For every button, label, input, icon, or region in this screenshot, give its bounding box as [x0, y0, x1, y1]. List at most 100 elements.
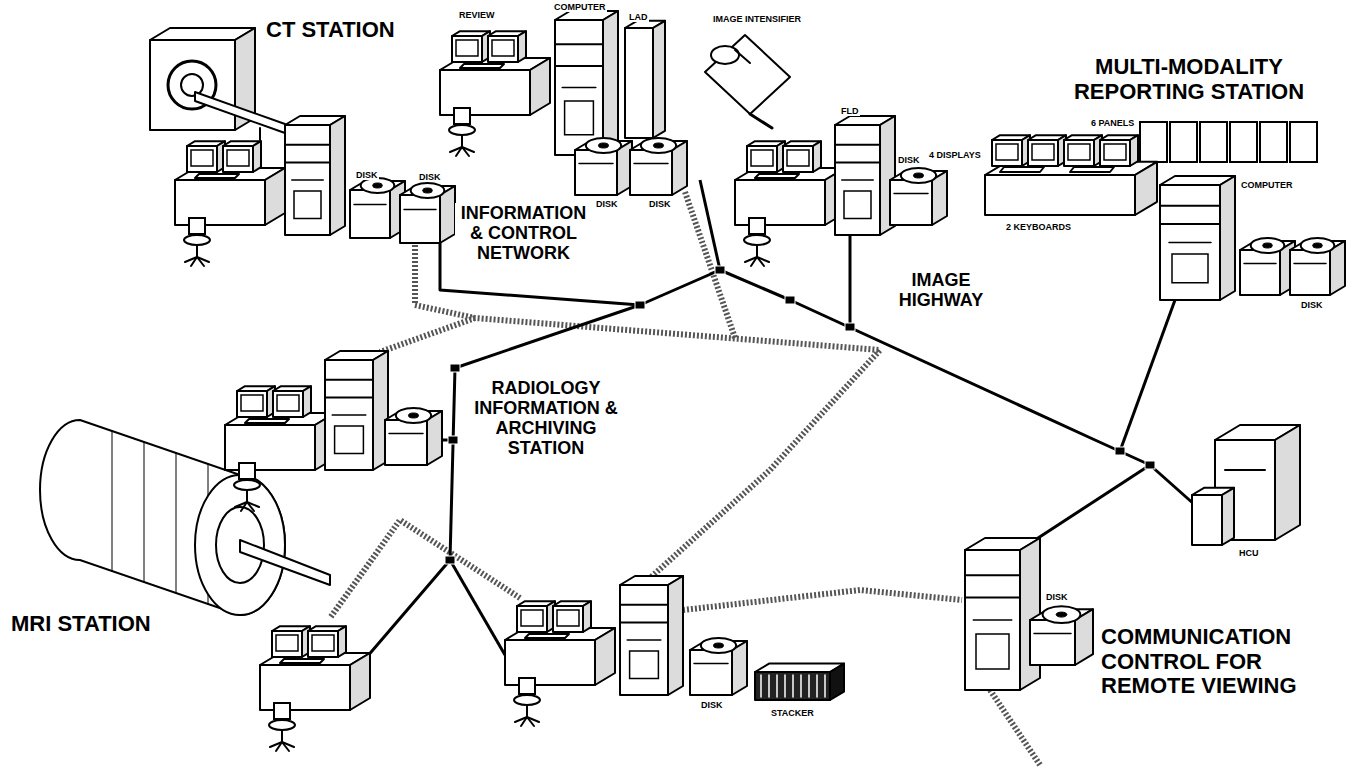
monitor — [1100, 140, 1130, 166]
chair-back — [749, 218, 765, 234]
monitor — [303, 386, 311, 417]
cabinet-panel-line — [973, 619, 1012, 621]
keyboard — [245, 419, 289, 423]
disk-drive — [630, 150, 672, 195]
cabinet-door — [1172, 254, 1208, 283]
monitor-screen — [276, 635, 298, 651]
monitor-screen — [787, 150, 809, 166]
chair-leg — [757, 257, 764, 266]
part-label: HCU — [1238, 548, 1260, 558]
monitor — [223, 146, 253, 172]
monitor — [517, 606, 547, 632]
part-label: COMPUTER — [553, 2, 607, 12]
hard-copy-slot — [1225, 469, 1265, 471]
mri-table — [240, 540, 330, 585]
image-highway-cable — [990, 690, 1040, 765]
reporting-desk — [1135, 162, 1157, 215]
computer-cabinet — [668, 576, 683, 695]
cabinet-panel-line — [965, 597, 1020, 599]
disk-hub — [598, 143, 608, 148]
image-intensifier-detail — [735, 50, 750, 63]
console-desk — [265, 168, 285, 225]
computer-cabinet — [285, 125, 330, 235]
chair-back — [274, 703, 290, 719]
computer-cabinet — [325, 360, 373, 470]
hard-copy-unit — [1275, 425, 1300, 540]
lad-unit — [653, 21, 665, 138]
control-network-cable — [640, 270, 720, 305]
monitor-screen — [227, 150, 249, 166]
network-junction — [448, 436, 458, 444]
monitor — [187, 146, 217, 172]
chair-leg — [527, 717, 534, 726]
disk-platter — [396, 408, 431, 423]
stacker-slot — [784, 675, 786, 697]
monitor-screen — [1032, 144, 1054, 160]
stacker-slot — [800, 675, 802, 697]
image-highway-cable — [380, 318, 475, 352]
part-label: STACKER — [770, 708, 815, 718]
monitor-screen — [312, 635, 334, 651]
station-label: COMMUNICATION CONTROL FOR REMOTE VIEWING — [1100, 625, 1347, 699]
disk-slot — [389, 433, 423, 435]
chair-leg — [521, 717, 527, 726]
chair-leg — [197, 257, 204, 266]
computer-cabinet — [555, 20, 603, 155]
disk-slot — [1244, 263, 1276, 265]
monitor — [338, 626, 346, 657]
monitor-screen — [996, 144, 1018, 160]
chair-leg — [456, 147, 462, 156]
ct-gantry — [150, 40, 235, 130]
cabinet-panel-line — [842, 179, 874, 181]
disk-slot — [634, 163, 668, 165]
control-network-cable — [700, 180, 720, 270]
disk-platter — [411, 183, 445, 198]
station-label: MRI STATION — [10, 612, 152, 637]
monitor-screen — [191, 150, 213, 166]
disk-hub — [913, 173, 923, 178]
stacker-slot — [792, 675, 794, 697]
disk-drive — [350, 190, 390, 238]
control-network-cable — [450, 560, 505, 655]
network-junction — [785, 296, 795, 304]
hard-copy-feeder — [1222, 488, 1234, 545]
control-network-cable — [1120, 300, 1175, 451]
cabinet-panel-line — [835, 161, 880, 163]
cabinet-panel-line — [325, 379, 373, 381]
part-label: DISK — [1045, 592, 1069, 602]
monitor — [488, 36, 518, 62]
station-label: CT STATION — [265, 18, 396, 43]
monitor — [1064, 140, 1094, 166]
monitor — [272, 631, 302, 657]
cabinet-door — [976, 634, 1009, 669]
stacker — [755, 672, 830, 700]
chair-stem — [281, 730, 283, 742]
disk-slot — [694, 663, 728, 665]
cabinet-panel-line — [1169, 242, 1211, 244]
disk-hub — [408, 413, 418, 418]
cabinet-door — [630, 651, 659, 679]
keyboard — [755, 174, 799, 178]
stacker-slot — [776, 675, 778, 697]
chair-seat — [269, 720, 295, 730]
computer-cabinet — [1020, 538, 1040, 690]
disk-platter — [361, 178, 395, 193]
image-highway-cable — [685, 192, 735, 338]
cabinet-panel-line — [555, 43, 603, 45]
cabinet-panel-line — [965, 574, 1020, 576]
part-label: IMAGE INTENSIFIER — [712, 14, 802, 24]
disk-platter — [1043, 606, 1081, 623]
network-junction — [450, 364, 460, 372]
mri-magnet-shading — [144, 442, 145, 582]
cabinet-panel-line — [627, 639, 661, 641]
chair-leg — [247, 502, 254, 511]
image-intensifier-arm — [750, 114, 772, 128]
mri-magnet-shading — [112, 431, 113, 571]
disk-platter — [1301, 238, 1335, 253]
monitor — [452, 36, 482, 62]
part-label: DISK — [648, 199, 672, 209]
part-label: DISK — [355, 170, 379, 180]
control-network-cable — [1035, 465, 1150, 540]
keyboard — [525, 634, 569, 638]
